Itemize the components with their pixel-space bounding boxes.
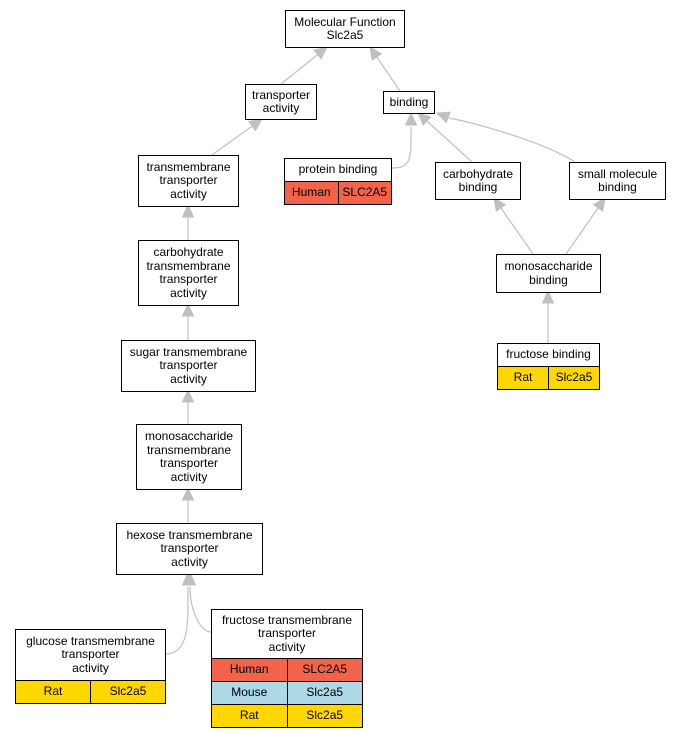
annotation-row: Mouse Slc2a5 [212,681,362,704]
node-small-mol[interactable]: small molecule binding [569,162,666,200]
annotation-species: Rat [43,684,63,699]
node-fructose-tm[interactable]: fructose transmembrane transporter activ… [211,609,363,728]
edge-carb-binding-to-binding [426,120,473,163]
arrowhead [592,197,606,212]
node-transporter[interactable]: transporter activity [245,84,317,120]
arrowhead [248,118,263,132]
arrowhead [181,388,195,403]
node-sugar-tm[interactable]: sugar transmembrane transporter activity [121,340,256,392]
annotation-species: Rat [513,370,533,385]
node-glucose-tm[interactable]: glucose transmembrane transporter activi… [15,629,166,704]
annotation-gene: Slc2a5 [286,682,363,704]
edge-protein-binding-to-binding [391,126,412,169]
annotation-gene: Slc2a5 [286,705,363,727]
arrowhead [183,571,197,586]
node-label: small molecule binding [577,166,658,194]
node-label: monosaccharide transmembrane transporter… [144,429,234,484]
arrowhead [181,203,195,218]
node-label: glucose transmembrane transporter activi… [26,633,155,675]
node-mf[interactable]: Molecular Function Slc2a5 [285,10,405,48]
node-binding[interactable]: binding [383,91,435,114]
edge-binding-to-mf [376,56,401,92]
node-label: carbohydrate binding [442,166,514,194]
node-label: transmembrane transporter activity [146,159,231,201]
edge-small-mol-to-binding [448,117,576,163]
edge-glucose-tm-to-hexose-tm [165,586,189,655]
annotation-gene: SLC2A5 [337,182,392,204]
arrowhead [369,46,383,61]
arrowhead [181,302,195,317]
annotation-gene: SLC2A5 [286,659,363,681]
node-label: sugar transmembrane transporter activity [129,344,248,386]
node-label: fructose transmembrane transporter activ… [221,612,353,654]
annotation-row: Rat Slc2a5 [212,704,362,727]
node-hexose-tm[interactable]: hexose transmembrane transporter activit… [116,523,263,575]
node-mono-binding[interactable]: monosaccharide binding [496,254,601,293]
arrowhead [417,112,432,127]
annotation-row: Human SLC2A5 [212,658,362,681]
node-carb-binding[interactable]: carbohydrate binding [435,162,521,200]
annotation-species: Human [291,185,331,200]
edge-transporter-to-mf [280,54,319,85]
edge-tm-transporter-to-transporter [211,125,253,156]
node-tm-transporter[interactable]: transmembrane transporter activity [138,155,239,207]
node-label: transporter activity [251,87,311,115]
node-carb-tm[interactable]: carbohydrate transmembrane transporter a… [138,240,239,306]
arrowhead [541,289,555,304]
annotation-species: Human [229,662,269,677]
node-label: Molecular Function Slc2a5 [294,14,396,42]
annotation-species: Rat [239,708,259,723]
node-label: hexose transmembrane transporter activit… [126,527,253,569]
edge-mono-binding-to-small-mol [565,207,599,255]
arrowhead [493,197,507,212]
node-label: binding [389,94,429,109]
arrowhead [181,486,195,501]
node-label: carbohydrate transmembrane transporter a… [146,245,231,300]
node-label: fructose binding [506,347,591,362]
arrowhead [313,46,328,60]
arrowhead [435,111,451,124]
edge-fructose-tm-to-hexose-tm [189,586,212,633]
annotation-species: Mouse [231,685,268,700]
annotation-row: Human SLC2A5 [285,181,391,204]
annotation-row: Rat Slc2a5 [16,680,165,703]
annotation-gene: Slc2a5 [548,367,599,389]
annotation-gene: Slc2a5 [90,681,165,703]
arrowhead [404,111,418,126]
edge-mono-binding-to-carb-binding [500,207,534,255]
annotation-row: Rat Slc2a5 [498,366,599,389]
node-mono-tm[interactable]: monosaccharide transmembrane transporter… [136,424,242,490]
node-label: monosaccharide binding [504,259,593,287]
node-label: protein binding [298,162,378,177]
